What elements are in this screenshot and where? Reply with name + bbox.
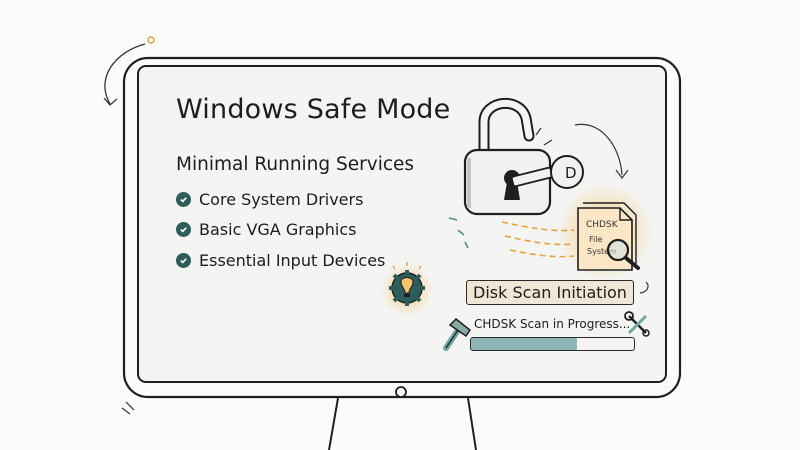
service-item-label: Core System Drivers <box>199 190 364 209</box>
document-line-2: File <box>589 235 602 244</box>
progress-label: CHDSK Scan in Progress... <box>474 317 631 331</box>
wrench-screwdriver-icon <box>624 311 650 337</box>
padlock-icon <box>463 98 553 216</box>
dashed-flow-arrows <box>501 221 575 258</box>
document-line-3: System <box>587 247 617 256</box>
hammer-icon <box>443 317 472 351</box>
curved-arrow-icon <box>103 36 155 106</box>
service-item-label: Basic VGA Graphics <box>199 220 357 239</box>
power-button <box>395 386 407 398</box>
magnifier-icon <box>606 238 640 270</box>
services-heading: Minimal Running Services <box>176 154 415 175</box>
service-item-label: Essential Input Devices <box>199 251 386 270</box>
disk-scan-label: Disk Scan Initiation <box>466 280 634 305</box>
progress-bar-fill <box>471 338 577 350</box>
service-item: Essential Input Devices <box>176 251 385 270</box>
check-icon <box>176 192 191 207</box>
key-icon <box>510 155 584 189</box>
service-item: Basic VGA Graphics <box>176 220 356 239</box>
page-title: Windows Safe Mode <box>176 94 451 125</box>
progress-bar <box>470 337 635 351</box>
check-icon <box>176 222 191 237</box>
service-item: Core System Drivers <box>176 190 363 209</box>
key-letter: D <box>565 164 577 182</box>
check-icon <box>176 253 191 268</box>
document-line-1: CHDSK <box>586 220 619 230</box>
monitor-stand <box>328 397 477 450</box>
lightbulb-gear-icon <box>389 262 425 306</box>
